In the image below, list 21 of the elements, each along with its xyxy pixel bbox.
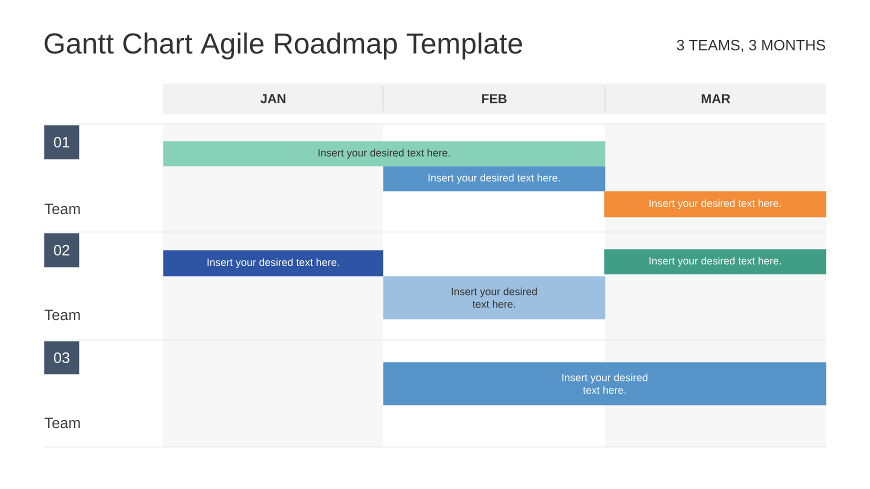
gantt-bar: Insert your desired text here.: [163, 141, 606, 166]
node-label: FEB: [482, 94, 507, 104]
number-badge: 02: [44, 233, 80, 268]
row-label: Team: [44, 310, 80, 320]
node-label: MAR: [702, 94, 730, 104]
column-header: JAN: [163, 83, 384, 114]
gantt-bar: Insert your desired text here.: [604, 249, 826, 274]
gantt-bar: Insert your desired text here.: [383, 276, 606, 320]
row-label: Team: [44, 418, 80, 428]
gantt-bar: Insert your desired text here.: [383, 166, 606, 192]
column-header: MAR: [605, 83, 826, 114]
number-badge: 01: [44, 125, 80, 160]
gantt-bar: Insert your desired text here.: [383, 362, 826, 406]
title: Gantt Chart Agile Roadmap Template: [44, 32, 522, 60]
column-header: FEB: [383, 83, 606, 114]
node-label: JAN: [260, 94, 286, 104]
row-label: Team: [44, 204, 80, 214]
number-badge: 03: [44, 341, 80, 374]
gantt-bar: Insert your desired text here.: [604, 191, 826, 218]
subtitle: 3 TEAMS, 3 MONTHS: [676, 40, 826, 52]
gantt-bar: Insert your desired text here.: [163, 250, 384, 276]
